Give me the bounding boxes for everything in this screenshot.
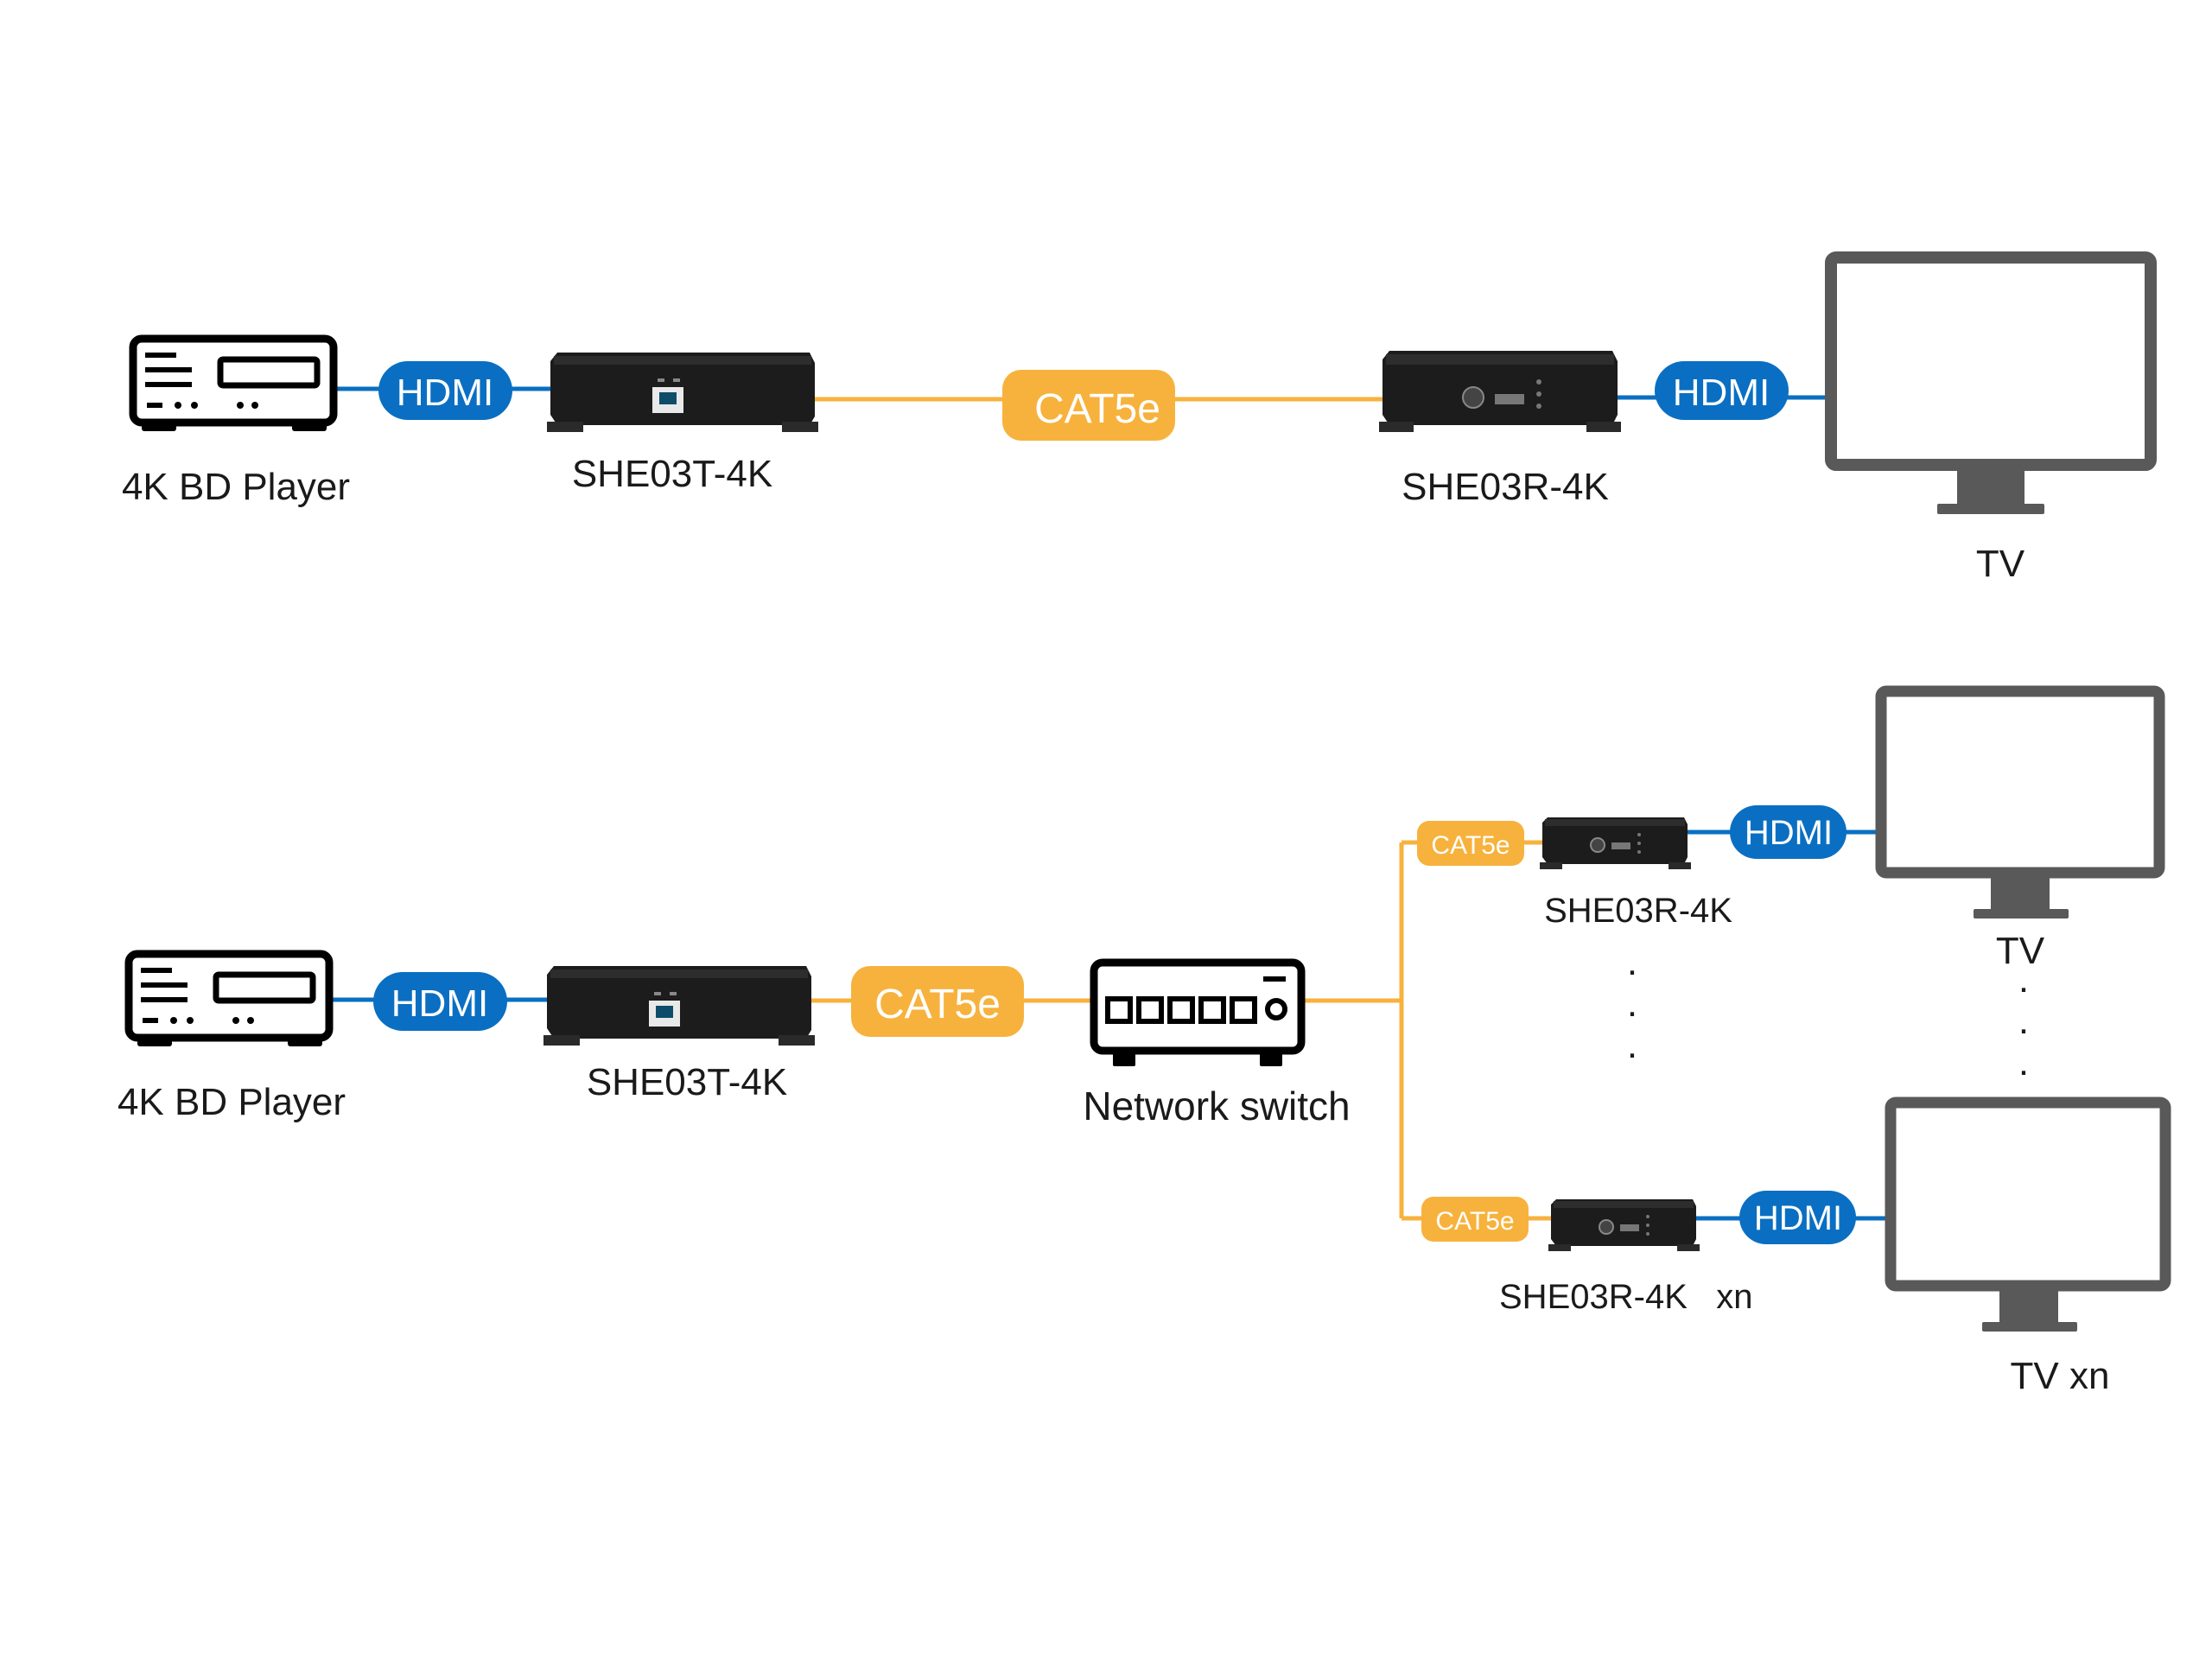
bottom-transmitter-label: SHE03T-4K xyxy=(587,1061,787,1103)
ellipsis-dot: . xyxy=(1627,982,1637,1025)
top-hdmi-badge-in-label: HDMI xyxy=(397,372,493,414)
bottom-hdmi-badge-in-label: HDMI xyxy=(391,982,488,1025)
branch1-tv-icon xyxy=(1875,685,2165,918)
bottom-cat5e-badge-label: CAT5e xyxy=(874,982,1001,1027)
branch2-display-label: TV xn xyxy=(2011,1355,2110,1397)
branch2-hdmi-badge: HDMI xyxy=(1739,1191,1856,1244)
top-hdmi-badge-out-label: HDMI xyxy=(1673,372,1770,414)
bd-player-icon xyxy=(124,950,334,1046)
network-switch-icon xyxy=(1090,958,1306,1066)
bottom-source-label: 4K BD Player xyxy=(118,1081,346,1123)
branch1-hdmi-badge-label: HDMI xyxy=(1745,814,1833,852)
top-cat5e-badge: CAT5e xyxy=(1002,370,1175,441)
bottom-cat5e-badge: CAT5e xyxy=(851,966,1024,1037)
bottom-transmitter-device xyxy=(543,966,815,1046)
top-display-label: TV xyxy=(1976,543,2025,585)
branch1-display-label: TV xyxy=(1996,930,2045,972)
ellipsis-dot: . xyxy=(2018,1000,2029,1042)
bottom-diagram: 4K BD Player HDMI SHE03T-4K CAT5e xyxy=(118,685,2171,1397)
ellipsis-dot: . xyxy=(1627,941,1637,983)
ellipsis-dot: . xyxy=(1627,1024,1637,1066)
receiver-ellipsis: . . . xyxy=(1627,941,1637,1066)
ellipsis-dot: . xyxy=(2018,958,2029,1001)
branch1-cat5e-badge-label: CAT5e xyxy=(1431,831,1510,860)
top-hdmi-badge-out: HDMI xyxy=(1655,361,1789,420)
top-hdmi-badge-in: HDMI xyxy=(378,361,512,420)
branch2-hdmi-badge-label: HDMI xyxy=(1754,1199,1842,1237)
dc-jack xyxy=(1462,386,1484,409)
branch1-receiver-label: SHE03R-4K xyxy=(1544,892,1732,930)
branch1-cat5e-badge: CAT5e xyxy=(1417,821,1524,866)
ellipsis-dot: . xyxy=(2018,1041,2029,1084)
branch1-receiver-device xyxy=(1540,817,1691,869)
branch2-cat5e-badge-label: CAT5e xyxy=(1435,1207,1514,1236)
branch2-receiver-device xyxy=(1548,1199,1700,1251)
top-transmitter-device xyxy=(547,353,818,432)
branch2-cat5e-badge: CAT5e xyxy=(1421,1197,1529,1242)
tv-ellipsis: . . . xyxy=(2018,958,2029,1084)
top-cat5e-badge-label: CAT5e xyxy=(1034,386,1160,432)
top-transmitter-label: SHE03T-4K xyxy=(572,453,772,495)
branch2-receiver-label: SHE03R-4K xn xyxy=(1499,1278,1752,1316)
bottom-hdmi-badge-in: HDMI xyxy=(373,972,507,1031)
hdmi-port xyxy=(1495,394,1524,404)
top-receiver-label: SHE03R-4K xyxy=(1402,466,1609,508)
bd-player-icon xyxy=(129,334,338,431)
switch-label: Network switch xyxy=(1083,1084,1350,1128)
top-diagram: 4K BD Player HDMI SHE03T-4K CAT5e xyxy=(122,251,2157,585)
top-tv-icon xyxy=(1825,251,2157,514)
branch1-hdmi-badge: HDMI xyxy=(1730,805,1847,859)
top-source-label: 4K BD Player xyxy=(122,466,350,508)
branch2-tv-icon xyxy=(1885,1096,2171,1332)
top-receiver-device xyxy=(1379,351,1621,432)
